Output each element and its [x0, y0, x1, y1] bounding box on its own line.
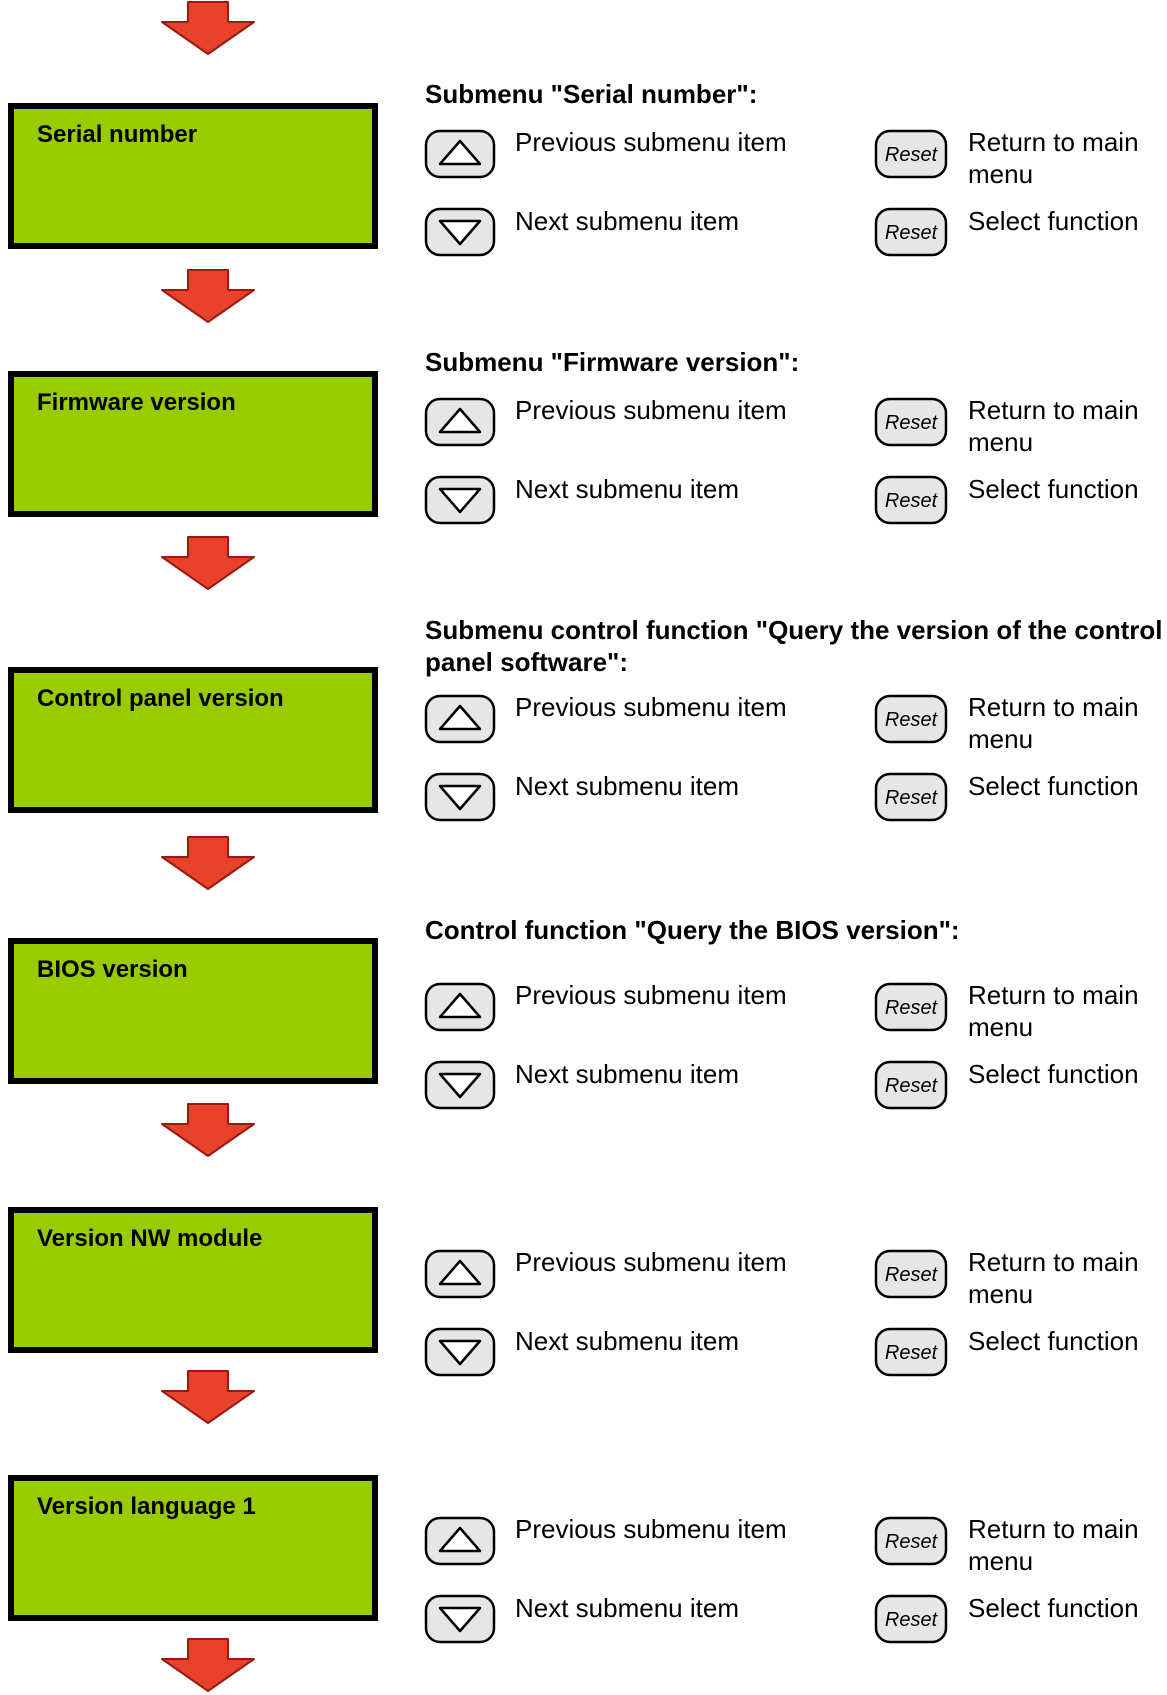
up-button[interactable]	[424, 982, 496, 1032]
return-main-menu-text: Return to main menu	[968, 1247, 1139, 1309]
down-button[interactable]	[424, 1060, 496, 1110]
section-title: Submenu "Firmware version":	[425, 347, 800, 377]
reset-button[interactable]: Reset	[874, 694, 948, 744]
down-triangle-icon	[438, 1072, 482, 1099]
down-triangle-icon	[438, 487, 482, 514]
reset-button[interactable]: Reset	[874, 982, 948, 1032]
reset-button[interactable]: Reset	[874, 1060, 948, 1110]
lcd-display-text: BIOS version	[37, 956, 188, 983]
reset-button[interactable]: Reset	[874, 1327, 948, 1377]
up-button[interactable]	[424, 397, 496, 447]
lcd-display: BIOS version	[8, 938, 378, 1084]
select-function-text: Select function	[968, 206, 1139, 236]
up-triangle-icon	[438, 1259, 482, 1286]
reset-button[interactable]: Reset	[874, 1516, 948, 1566]
reset-icon: Reset	[885, 1531, 939, 1553]
down-triangle-icon	[438, 784, 482, 811]
prev-submenu-text: Previous submenu item	[515, 692, 787, 722]
select-function-text: Select function	[968, 1326, 1139, 1356]
next-submenu-text: Next submenu item	[515, 1593, 739, 1623]
prev-submenu-text: Previous submenu item	[515, 1247, 787, 1277]
reset-icon: Reset	[885, 1075, 939, 1097]
lcd-display: Version language 1	[8, 1475, 378, 1621]
prev-submenu-text: Previous submenu item	[515, 127, 787, 157]
reset-button[interactable]: Reset	[874, 475, 948, 525]
reset-icon: Reset	[885, 144, 939, 166]
select-function-text: Select function	[968, 474, 1139, 504]
reset-button[interactable]: Reset	[874, 1594, 948, 1644]
down-button[interactable]	[424, 772, 496, 822]
section-title: Submenu control function "Query the vers…	[425, 615, 1163, 677]
down-arrow-icon	[158, 0, 258, 56]
lcd-display-text: Firmware version	[37, 389, 236, 416]
reset-icon: Reset	[885, 1264, 939, 1286]
reset-icon: Reset	[885, 490, 939, 512]
reset-icon: Reset	[885, 1609, 939, 1631]
return-main-menu-text: Return to main menu	[968, 980, 1139, 1042]
lcd-display: Version NW module	[8, 1207, 378, 1353]
up-triangle-icon	[438, 139, 482, 166]
return-main-menu-text: Return to main menu	[968, 395, 1139, 457]
reset-icon: Reset	[885, 787, 939, 809]
next-submenu-text: Next submenu item	[515, 771, 739, 801]
reset-button[interactable]: Reset	[874, 129, 948, 179]
down-arrow-icon	[158, 835, 258, 891]
lcd-display: Serial number	[8, 103, 378, 249]
select-function-text: Select function	[968, 1059, 1139, 1089]
section-title: Control function "Query the BIOS version…	[425, 915, 960, 945]
up-triangle-icon	[438, 704, 482, 731]
down-arrow-icon	[158, 535, 258, 591]
select-function-text: Select function	[968, 1593, 1139, 1623]
prev-submenu-text: Previous submenu item	[515, 395, 787, 425]
lcd-display: Firmware version	[8, 371, 378, 517]
down-button[interactable]	[424, 1594, 496, 1644]
up-button[interactable]	[424, 1249, 496, 1299]
next-submenu-text: Next submenu item	[515, 206, 739, 236]
return-main-menu-text: Return to main menu	[968, 1514, 1139, 1576]
prev-submenu-text: Previous submenu item	[515, 980, 787, 1010]
up-button[interactable]	[424, 129, 496, 179]
next-submenu-text: Next submenu item	[515, 1059, 739, 1089]
next-submenu-text: Next submenu item	[515, 1326, 739, 1356]
lcd-display-text: Version NW module	[37, 1225, 263, 1252]
down-button[interactable]	[424, 1327, 496, 1377]
reset-icon: Reset	[885, 412, 939, 434]
section-title: Submenu "Serial number":	[425, 79, 758, 109]
prev-submenu-text: Previous submenu item	[515, 1514, 787, 1544]
reset-button[interactable]: Reset	[874, 207, 948, 257]
lcd-display-text: Control panel version	[37, 685, 284, 712]
reset-icon: Reset	[885, 709, 939, 731]
select-function-text: Select function	[968, 771, 1139, 801]
up-button[interactable]	[424, 1516, 496, 1566]
down-button[interactable]	[424, 475, 496, 525]
down-triangle-icon	[438, 1606, 482, 1633]
next-submenu-text: Next submenu item	[515, 474, 739, 504]
return-main-menu-text: Return to main menu	[968, 692, 1139, 754]
lcd-display-text: Serial number	[37, 121, 198, 148]
reset-icon: Reset	[885, 1342, 939, 1364]
down-arrow-icon	[158, 1637, 258, 1693]
reset-button[interactable]: Reset	[874, 772, 948, 822]
lcd-display: Control panel version	[8, 667, 378, 813]
return-main-menu-text: Return to main menu	[968, 127, 1139, 189]
reset-icon: Reset	[885, 222, 939, 244]
down-arrow-icon	[158, 1102, 258, 1158]
down-arrow-icon	[158, 1369, 258, 1425]
down-triangle-icon	[438, 219, 482, 246]
down-arrow-icon	[158, 268, 258, 324]
down-button[interactable]	[424, 207, 496, 257]
reset-icon: Reset	[885, 997, 939, 1019]
down-triangle-icon	[438, 1339, 482, 1366]
up-button[interactable]	[424, 694, 496, 744]
up-triangle-icon	[438, 1526, 482, 1553]
reset-button[interactable]: Reset	[874, 1249, 948, 1299]
reset-button[interactable]: Reset	[874, 397, 948, 447]
up-triangle-icon	[438, 407, 482, 434]
up-triangle-icon	[438, 992, 482, 1019]
lcd-display-text: Version language 1	[37, 1493, 256, 1520]
